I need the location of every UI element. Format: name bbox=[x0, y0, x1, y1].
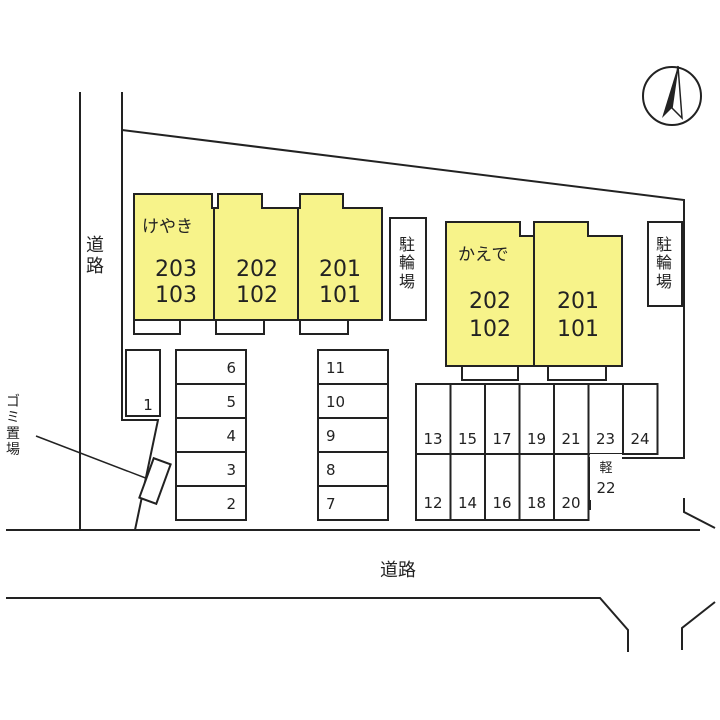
parking-stall: 16 bbox=[484, 453, 521, 521]
unit-number: 101 bbox=[319, 283, 361, 308]
parking-stall: 13 bbox=[415, 383, 452, 455]
parking-stall: 24 bbox=[622, 383, 659, 455]
bike-parking-a-label: 駐輪場 bbox=[399, 235, 416, 291]
parking-stall: 14 bbox=[449, 453, 486, 521]
unit-number: 103 bbox=[155, 283, 197, 308]
stall-number: 14 bbox=[458, 494, 477, 512]
balcony bbox=[461, 365, 519, 381]
unit-number: 102 bbox=[469, 317, 511, 342]
building-name-keyaki: けやき bbox=[142, 217, 193, 237]
parking-stall: 4 bbox=[175, 417, 247, 453]
bike-parking-a bbox=[389, 217, 427, 321]
stall-number: 18 bbox=[527, 494, 546, 512]
unit-number: 102 bbox=[236, 283, 278, 308]
stall-number: 23 bbox=[596, 430, 615, 448]
stall-number: 12 bbox=[423, 494, 442, 512]
parking-stall: 20 bbox=[553, 453, 590, 521]
balcony bbox=[215, 319, 265, 335]
parking-stall: 2 bbox=[175, 485, 247, 521]
parking-middle-column: 11 10 9 8 7 bbox=[317, 349, 389, 521]
left-road-edge-inner bbox=[6, 92, 160, 531]
road-left-label: 道路 bbox=[86, 235, 104, 277]
stall-number: 10 bbox=[326, 393, 345, 411]
parking-stall: 8 bbox=[317, 451, 389, 487]
stall-number: 15 bbox=[458, 430, 477, 448]
stall-number: 5 bbox=[226, 393, 236, 411]
parking-right-bottom-row: 12 14 16 18 20 bbox=[415, 453, 590, 521]
stall-number: 11 bbox=[326, 359, 345, 377]
stall-number: 17 bbox=[492, 430, 511, 448]
parking-stall: 5 bbox=[175, 383, 247, 419]
stall-number: 3 bbox=[226, 461, 236, 479]
parking-left-column: 6 5 4 3 2 bbox=[175, 349, 247, 521]
parking-right-top-row: 13 15 17 19 21 23 24 bbox=[415, 383, 659, 455]
parking-stall: 19 bbox=[518, 383, 555, 455]
building-kaede: かえで 202 102 201 101 bbox=[445, 221, 623, 381]
kei-number: 22 bbox=[596, 479, 615, 497]
garbage-area-label: ゴミ 置場 bbox=[6, 394, 20, 459]
stall-number: 21 bbox=[561, 430, 580, 448]
unit-number: 202 bbox=[236, 257, 278, 282]
building-keyaki: けやき 203 103 202 102 201 101 bbox=[133, 193, 383, 335]
parking-stall: 23 bbox=[587, 383, 624, 455]
stall-number: 8 bbox=[326, 461, 336, 479]
stall-number: 7 bbox=[326, 495, 336, 513]
unit-number: 203 bbox=[155, 257, 197, 282]
parking-stall: 18 bbox=[518, 453, 555, 521]
kei-label: 軽 bbox=[599, 461, 612, 476]
unit-number: 201 bbox=[557, 289, 599, 314]
parking-stall: 9 bbox=[317, 417, 389, 453]
building-name-kaede: かえで bbox=[458, 245, 509, 265]
stall-number: 13 bbox=[423, 430, 442, 448]
road-bottom-label: 道路 bbox=[380, 560, 416, 581]
stall-number: 20 bbox=[561, 494, 580, 512]
bottom-road-lower-edge bbox=[6, 597, 629, 652]
unit-number: 202 bbox=[469, 289, 511, 314]
stall-number: 19 bbox=[527, 430, 546, 448]
svg-text:1: 1 bbox=[143, 396, 153, 414]
parking-stall: 3 bbox=[175, 451, 247, 487]
parking-spot-1: 1 bbox=[125, 349, 161, 417]
parking-stall: 15 bbox=[449, 383, 486, 455]
road-lines bbox=[6, 92, 716, 652]
parking-kei-22: 軽 22 bbox=[590, 454, 622, 500]
corner-edge-right bbox=[683, 498, 716, 529]
garbage-area bbox=[35, 435, 172, 506]
stall-number: 24 bbox=[630, 430, 649, 448]
stall-number: 6 bbox=[226, 359, 236, 377]
parking-stall: 12 bbox=[415, 453, 452, 521]
balcony bbox=[133, 319, 181, 335]
stall-number: 16 bbox=[492, 494, 511, 512]
parking-stall: 11 bbox=[317, 349, 389, 385]
bike-parking-b bbox=[647, 221, 683, 307]
compass-icon bbox=[642, 65, 702, 126]
unit-number: 101 bbox=[557, 317, 599, 342]
parking-stall: 10 bbox=[317, 383, 389, 419]
corner-edge-lower-right bbox=[681, 601, 716, 650]
stall-number: 9 bbox=[326, 427, 336, 445]
parking-stall: 17 bbox=[484, 383, 521, 455]
unit-number: 201 bbox=[319, 257, 361, 282]
balcony bbox=[299, 319, 349, 335]
stall-number: 2 bbox=[226, 495, 236, 513]
balcony bbox=[547, 365, 607, 381]
stall-number: 4 bbox=[226, 427, 236, 445]
parking-stall: 21 bbox=[553, 383, 590, 455]
parking-stall: 7 bbox=[317, 485, 389, 521]
parking-stall: 6 bbox=[175, 349, 247, 385]
bike-parking-b-label: 駐輪場 bbox=[656, 235, 673, 291]
